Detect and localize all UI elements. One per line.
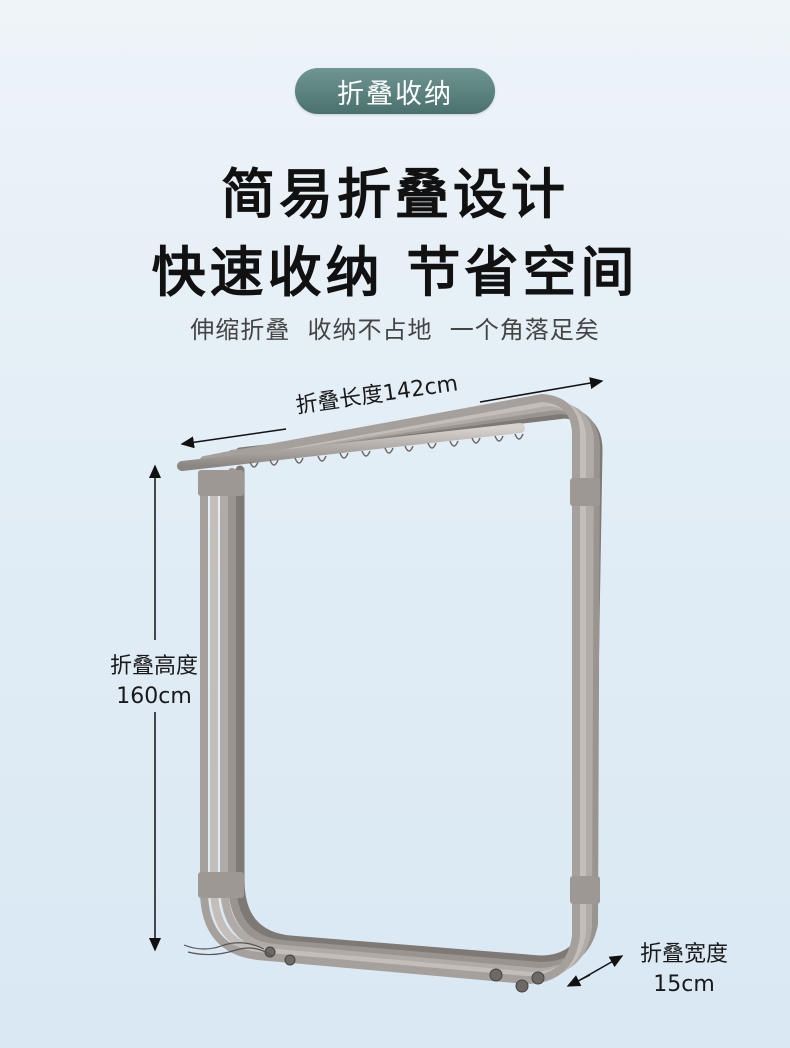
caster-wheels <box>264 946 545 993</box>
rack-frame <box>200 393 603 985</box>
height-dimension-label: 折叠高度 160cm <box>94 652 214 712</box>
width-label-title: 折叠宽度 <box>639 942 728 967</box>
width-label-value: 15cm <box>653 972 715 997</box>
top-hanging-rail <box>177 423 525 471</box>
headline-line-1: 简易折叠设计 <box>221 163 569 226</box>
base-ropes <box>183 942 273 957</box>
subheading: 伸缩折叠 收纳不占地 一个角落足矣 <box>190 316 600 344</box>
length-dimension-arrow <box>180 377 604 449</box>
width-dimension-arrow <box>566 955 624 987</box>
width-dimension-label: 折叠宽度 15cm <box>624 940 744 1000</box>
headline-line-2: 快速收纳 节省空间 <box>151 241 639 304</box>
height-label-value: 160cm <box>116 684 192 709</box>
frame-joints <box>198 470 600 904</box>
section-badge-label: 折叠收纳 <box>337 78 453 110</box>
height-label-title: 折叠高度 <box>109 654 198 679</box>
section-badge: 折叠收纳 <box>295 68 495 114</box>
